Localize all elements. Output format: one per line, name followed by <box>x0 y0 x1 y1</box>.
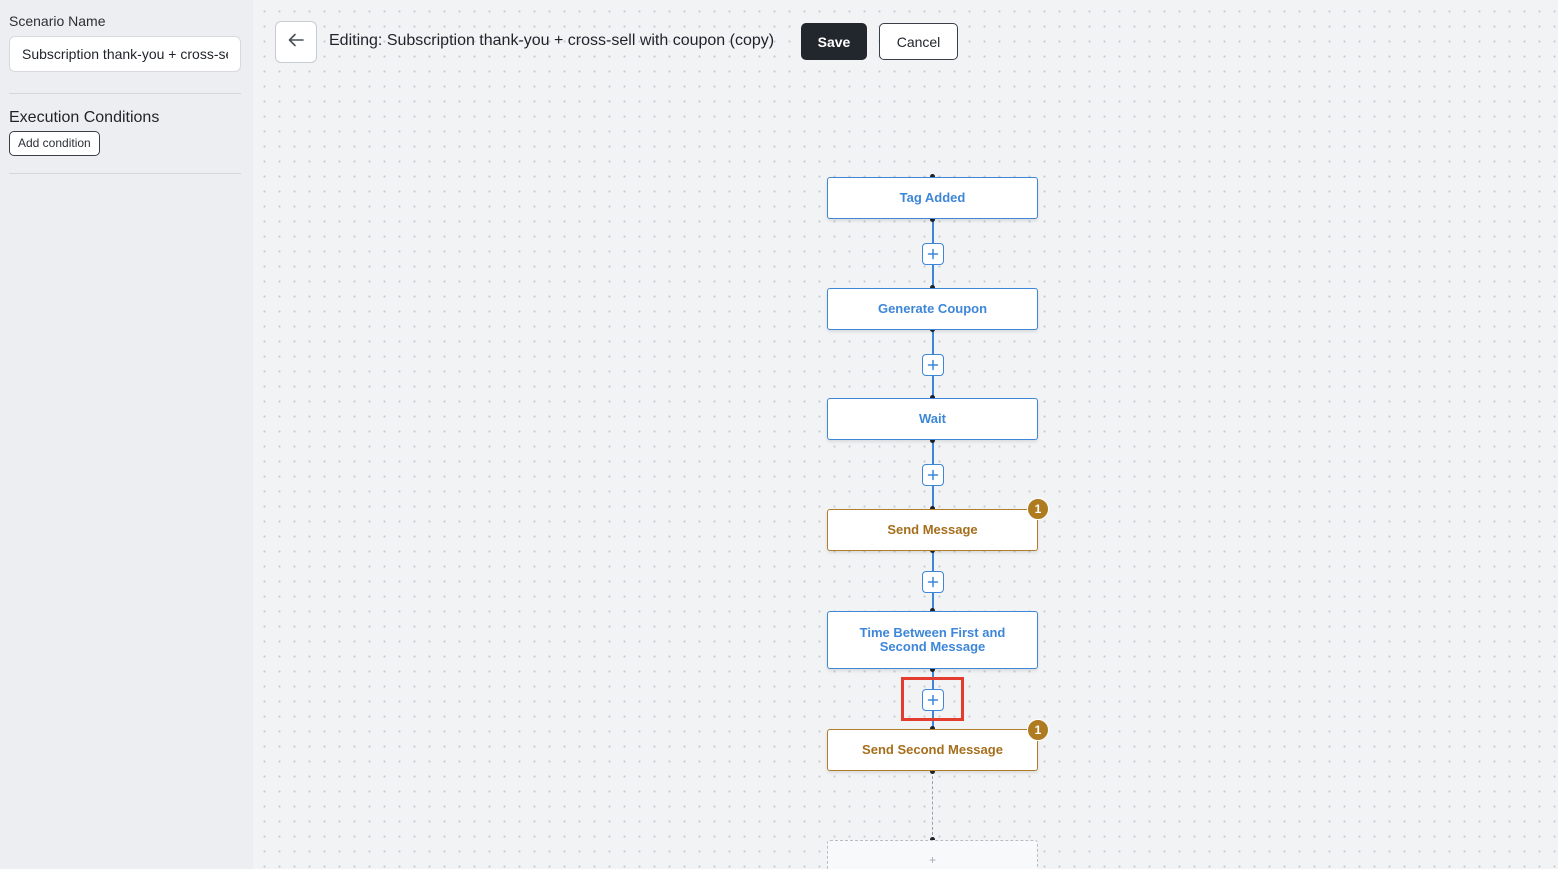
error-count-badge: 1 <box>1027 498 1049 520</box>
add-step-button[interactable] <box>922 243 944 265</box>
connection-dot <box>930 285 935 290</box>
flow-node-wait[interactable]: Wait <box>827 398 1038 440</box>
save-button[interactable]: Save <box>801 23 867 60</box>
connection-dot <box>930 506 935 511</box>
connection-dot <box>930 769 935 774</box>
page-title: Editing: Subscription thank-you + cross-… <box>329 32 775 49</box>
sidebar-divider <box>9 93 241 94</box>
plus-icon: + <box>928 853 936 867</box>
error-count-badge: 1 <box>1027 719 1049 741</box>
scenario-name-label: Scenario Name <box>9 13 106 29</box>
back-button[interactable] <box>275 21 317 63</box>
execution-conditions-heading: Execution Conditions <box>9 109 160 126</box>
add-node-placeholder[interactable]: + <box>827 840 1038 869</box>
add-step-button[interactable] <box>922 354 944 376</box>
scenario-name-input[interactable] <box>9 36 241 72</box>
flow-node-send-message[interactable]: Send Message <box>827 509 1038 551</box>
sidebar-divider <box>9 173 241 174</box>
plus-icon <box>927 248 939 260</box>
connection-dot <box>930 217 935 222</box>
cancel-button[interactable]: Cancel <box>879 23 958 60</box>
flow-node-send-second-message[interactable]: Send Second Message <box>827 729 1038 771</box>
plus-icon <box>927 469 939 481</box>
sidebar: Scenario Name Execution Conditions Add c… <box>0 0 253 869</box>
add-condition-button[interactable]: Add condition <box>9 131 100 156</box>
add-step-button[interactable] <box>922 689 944 711</box>
add-step-button[interactable] <box>922 464 944 486</box>
add-step-button[interactable] <box>922 571 944 593</box>
connection-dot <box>930 726 935 731</box>
flow-node-tag-added[interactable]: Tag Added <box>827 177 1038 219</box>
connection-dot <box>930 395 935 400</box>
connection-dot <box>930 667 935 672</box>
connector-line-dashed <box>932 771 933 840</box>
plus-icon <box>927 576 939 588</box>
connection-dot <box>930 174 935 179</box>
arrow-left-icon <box>286 30 306 55</box>
flow-node-time-between-messages[interactable]: Time Between First and Second Message <box>827 611 1038 669</box>
plus-icon <box>927 359 939 371</box>
connection-dot <box>930 837 935 842</box>
connection-dot <box>930 438 935 443</box>
connection-dot <box>930 608 935 613</box>
plus-icon <box>927 694 939 706</box>
flow-node-generate-coupon[interactable]: Generate Coupon <box>827 288 1038 330</box>
